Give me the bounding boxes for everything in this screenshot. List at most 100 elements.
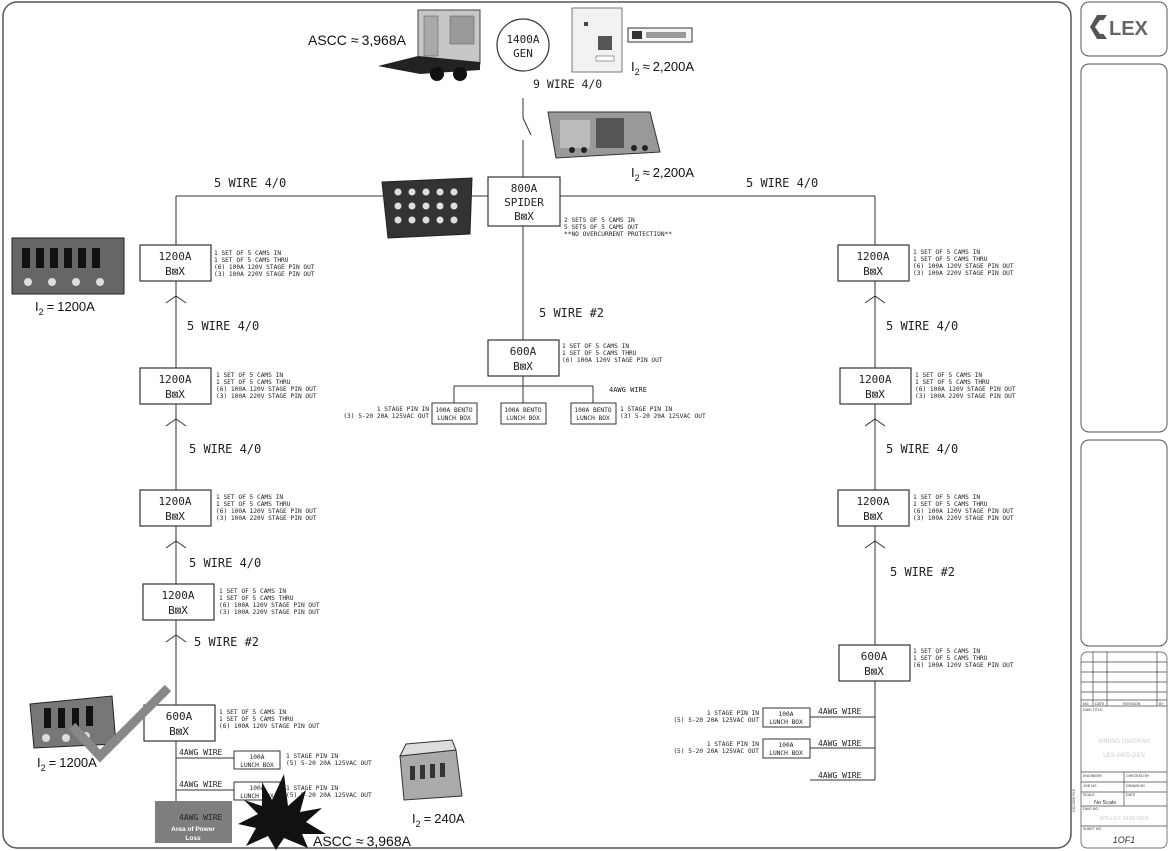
svg-text:1200A: 1200A <box>858 373 891 386</box>
lunch-box-left-1: 100A LUNCH BOX <box>233 750 281 770</box>
generator-trailer-image <box>378 9 481 81</box>
svg-text:SHEET NO: SHEET NO <box>1083 827 1102 831</box>
svg-text:(3) 100A 220V STAGE PIN OUT: (3) 100A 220V STAGE PIN OUT <box>214 271 315 278</box>
title-block-text: NO. DATE REVISION BY DWG TITLE WIRING DI… <box>1072 702 1164 845</box>
svg-text:(5) 5-20 20A 125VAC OUT: (5) 5-20 20A 125VAC OUT <box>286 760 372 767</box>
svg-text:1200A: 1200A <box>158 250 191 263</box>
svg-text:B⊠X: B⊠X <box>165 510 185 523</box>
svg-text:(3) 100A 220V STAGE PIN OUT: (3) 100A 220V STAGE PIN OUT <box>219 609 320 616</box>
lex-logo: LEX <box>1090 15 1149 40</box>
awg-label-right-3: 4AWG WIRE <box>818 771 862 780</box>
box-600-center: 600A B⊠X <box>487 339 560 377</box>
lunch-notes-left-1: 1 STAGE PIN IN (5) 5-20 20A 125VAC OUT <box>286 753 372 767</box>
awg-label-left-2: 4AWG WIRE <box>179 780 223 789</box>
svg-text:LUNCH BOX: LUNCH BOX <box>437 415 471 422</box>
lunch-box-image <box>399 739 463 801</box>
connector-chevrons <box>165 295 886 643</box>
awg-label-right-2: 4AWG WIRE <box>818 739 862 748</box>
svg-text:1 SET OF 5 CAMS THRU: 1 SET OF 5 CAMS THRU <box>913 256 988 263</box>
box-1200-right-1: 1200A B⊠X <box>837 244 910 282</box>
feeder-label-left-5: 5 WIRE #2 <box>194 635 259 649</box>
sheet-number: 1OF1 <box>1113 835 1136 845</box>
svg-text:(6) 100A 120V STAGE PIN OUT: (6) 100A 120V STAGE PIN OUT <box>216 386 317 393</box>
svg-text:(6) 100A 120V STAGE PIN OUT: (6) 100A 120V STAGE PIN OUT <box>913 263 1014 270</box>
logo-text: LEX <box>1109 18 1149 40</box>
svg-text:DATE: DATE <box>1095 702 1105 706</box>
svg-text:1 STAGE PIN IN: 1 STAGE PIN IN <box>620 406 672 413</box>
box-600-right: 600A B⊠X <box>838 644 911 682</box>
box-600-left: 600A B⊠X <box>143 704 216 742</box>
svg-text:CAD DWG FILE: CAD DWG FILE <box>1072 789 1076 812</box>
svg-text:1 SET OF 5 CAMS THRU: 1 SET OF 5 CAMS THRU <box>219 716 294 723</box>
distro-unit-image <box>547 111 661 159</box>
box-notes-left-2: 1 SET OF 5 CAMS IN 1 SET OF 5 CAMS THRU … <box>216 372 317 400</box>
feeder-label-left-2: 5 WIRE 4/0 <box>187 319 259 333</box>
bento-box-1: 100A BENTO LUNCH BOX <box>431 402 478 425</box>
svg-text:DRAWN BY: DRAWN BY <box>1126 784 1146 788</box>
svg-text:(3) 100A 220V STAGE PIN OUT: (3) 100A 220V STAGE PIN OUT <box>216 393 317 400</box>
box-notes-right-1: 1 SET OF 5 CAMS IN 1 SET OF 5 CAMS THRU … <box>913 249 1014 277</box>
svg-text:LUNCH BOX: LUNCH BOX <box>769 750 803 757</box>
svg-text:(3) 100A 220V STAGE PIN OUT: (3) 100A 220V STAGE PIN OUT <box>915 393 1016 400</box>
svg-text:DWG NO: DWG NO <box>1083 807 1098 811</box>
svg-text:100A: 100A <box>779 711 794 718</box>
svg-text:B⊠X: B⊠X <box>863 510 883 523</box>
explosion-icon <box>238 774 326 850</box>
svg-text:REVISION: REVISION <box>1123 702 1141 706</box>
svg-text:B⊠X: B⊠X <box>514 210 534 223</box>
box-notes-left-3: 1 SET OF 5 CAMS IN 1 SET OF 5 CAMS THRU … <box>216 494 317 522</box>
i2-gen-panel-label: I2≈2,200A <box>631 59 694 77</box>
svg-text:600A: 600A <box>510 345 537 358</box>
svg-text:(3) 100A 220V STAGE PIN OUT: (3) 100A 220V STAGE PIN OUT <box>216 515 317 522</box>
feeder-label-right-top: 5 WIRE 4/0 <box>746 176 818 190</box>
box-notes-left-1: 1 SET OF 5 CAMS IN 1 SET OF 5 CAMS THRU … <box>214 250 315 278</box>
i2-lunch-label: I2=240A <box>412 811 465 829</box>
feeder-label-center: 5 WIRE #2 <box>539 306 604 320</box>
box-notes-600-left: 1 SET OF 5 CAMS IN 1 SET OF 5 CAMS THRU … <box>219 709 320 730</box>
svg-text:LUNCH BOX: LUNCH BOX <box>576 415 610 422</box>
svg-text:(6) 100A 120V STAGE PIN OUT: (6) 100A 120V STAGE PIN OUT <box>913 508 1014 515</box>
svg-text:B⊠X: B⊠X <box>864 665 884 678</box>
svg-text:1 STAGE PIN IN: 1 STAGE PIN IN <box>286 785 338 792</box>
svg-text:B⊠X: B⊠X <box>863 265 883 278</box>
spider-box: 800A SPIDER B⊠X <box>487 176 561 227</box>
notes-panel <box>1080 63 1168 433</box>
svg-text:1 STAGE PIN IN: 1 STAGE PIN IN <box>286 753 338 760</box>
svg-text:(3) 5-20 20A 125VAC OUT: (3) 5-20 20A 125VAC OUT <box>620 413 706 420</box>
i2-left-bottom-label: I2=1200A <box>37 755 97 773</box>
feeder-label-left-3: 5 WIRE 4/0 <box>189 442 261 456</box>
svg-text:(5) 5-20 20A 125VAC OUT: (5) 5-20 20A 125VAC OUT <box>673 717 759 724</box>
lunch-notes-left-2: 1 STAGE PIN IN (5) 5-20 20A 125VAC OUT <box>286 785 372 799</box>
svg-text:(6) 100A 120V STAGE PIN OUT: (6) 100A 120V STAGE PIN OUT <box>913 662 1014 669</box>
power-loss-area: 4AWG WIRE Area of Power Loss <box>155 801 232 843</box>
stamp-panel <box>1080 439 1168 647</box>
box-1200-left-2: 1200A B⊠X <box>139 367 212 405</box>
box-notes-600-right: 1 SET OF 5 CAMS IN 1 SET OF 5 CAMS THRU … <box>913 648 1014 669</box>
bento-notes-left: 1 STAGE PIN IN (3) 5-20 20A 125VAC OUT <box>343 406 429 420</box>
svg-text:1 SET OF 5 CAMS IN: 1 SET OF 5 CAMS IN <box>913 249 980 256</box>
drawing-code: LEX-1400-GEN <box>1103 753 1145 759</box>
box-1200-left-4: 1200A B⊠X <box>142 583 215 621</box>
svg-text:CHECKED BY: CHECKED BY <box>1126 774 1150 778</box>
lunch-notes-right-1: 1 STAGE PIN IN (5) 5-20 20A 125VAC OUT <box>673 710 759 724</box>
svg-text:(6) 100A 120V STAGE PIN OUT: (6) 100A 120V STAGE PIN OUT <box>915 386 1016 393</box>
box-1200-right-3: 1200A B⊠X <box>837 489 910 527</box>
spider-notes: 2 SETS OF 5 CAMS IN 5 SETS OF 5 CAMS OUT… <box>564 217 672 238</box>
svg-text:1400A: 1400A <box>506 33 539 46</box>
svg-text:4AWG WIRE: 4AWG WIRE <box>179 813 223 822</box>
drawing-title: WIRING DIAGRAM <box>1098 739 1150 745</box>
box-notes-right-3: 1 SET OF 5 CAMS IN 1 SET OF 5 CAMS THRU … <box>913 494 1014 522</box>
svg-text:B⊠X: B⊠X <box>168 604 188 617</box>
svg-text:2 SETS OF 5 CAMS IN: 2 SETS OF 5 CAMS IN <box>564 217 635 224</box>
left-box-image <box>11 237 125 295</box>
svg-text:1200A: 1200A <box>856 250 889 263</box>
svg-text:1200A: 1200A <box>856 495 889 508</box>
svg-text:1200A: 1200A <box>161 589 194 602</box>
feeder-label-left-4: 5 WIRE 4/0 <box>189 556 261 570</box>
svg-text:1 SET OF 5 CAMS IN: 1 SET OF 5 CAMS IN <box>913 648 980 655</box>
svg-text:1 SET OF 5 CAMS THRU: 1 SET OF 5 CAMS THRU <box>216 501 291 508</box>
svg-text:1 STAGE PIN IN: 1 STAGE PIN IN <box>707 710 759 717</box>
svg-text:SCALE: SCALE <box>1083 793 1095 797</box>
svg-text:1 SET OF 5 CAMS THRU: 1 SET OF 5 CAMS THRU <box>216 379 291 386</box>
box-notes-left-4: 1 SET OF 5 CAMS IN 1 SET OF 5 CAMS THRU … <box>219 588 320 616</box>
